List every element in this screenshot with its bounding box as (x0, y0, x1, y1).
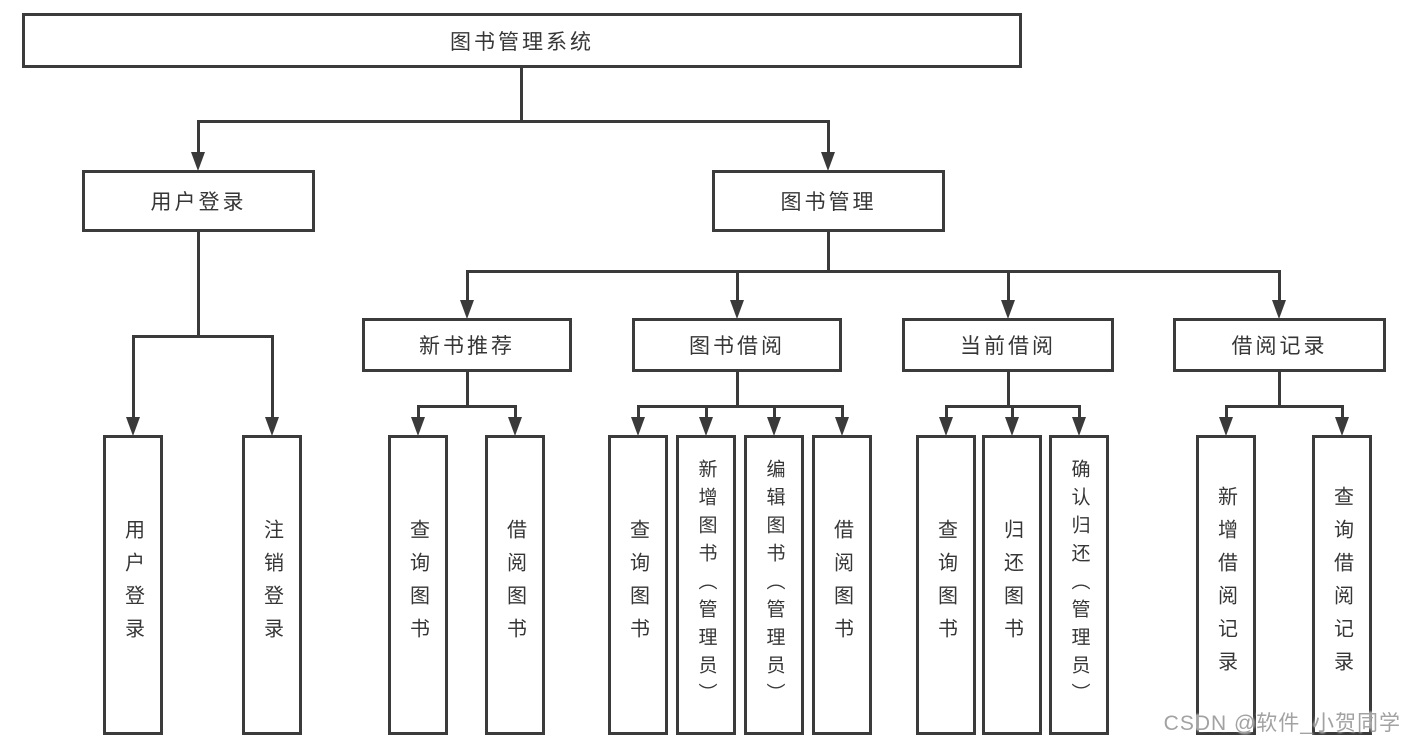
node-new-book-recommend: 新书推荐 (362, 318, 572, 372)
connector-user-login-branch (132, 335, 274, 338)
node-user-login-label: 用户登录 (150, 191, 247, 214)
arrowhead-leaf-login (126, 417, 140, 436)
leaf-borrow-books-recommend-label: 借阅图书 (503, 519, 526, 651)
node-new-book-recommend-label: 新书推荐 (419, 335, 515, 358)
node-current-borrow: 当前借阅 (902, 318, 1114, 372)
leaf-query-borrow-record: 查询借阅记录 (1312, 435, 1372, 735)
arrowhead-leaf-c2 (699, 417, 713, 436)
node-book-management: 图书管理 (712, 170, 945, 232)
leaf-confirm-return-admin: 确认归还（管理员） (1049, 435, 1109, 735)
leaf-query-borrow-record-label: 查询借阅记录 (1330, 486, 1353, 684)
arrowhead-leaf-d1 (939, 417, 953, 436)
connector-book-borrow-branch (637, 405, 843, 408)
leaf-add-borrow-record: 新增借阅记录 (1196, 435, 1256, 735)
leaf-query-books-borrow: 查询图书 (608, 435, 668, 735)
leaf-user-login-label: 用户登录 (121, 519, 144, 651)
arrowhead-leaf-e2 (1335, 417, 1349, 436)
arrowhead-new-book (460, 300, 474, 319)
connector-to-user-login (197, 120, 200, 155)
leaf-add-borrow-record-label: 新增借阅记录 (1214, 486, 1237, 684)
node-user-login: 用户登录 (82, 170, 315, 232)
node-root-label: 图书管理系统 (450, 30, 594, 54)
csdn-watermark: CSDN @软件_小贺同学 (1163, 712, 1401, 735)
connector-to-current-borrow (1007, 270, 1010, 303)
connector-to-leaf-c4 (841, 405, 844, 420)
node-root: 图书管理系统 (22, 13, 1022, 68)
connector-book-mgmt-branch (466, 270, 1281, 273)
arrowhead-leaf-c3 (767, 417, 781, 436)
arrowhead-leaf-logout (265, 417, 279, 436)
connector-user-login-stem (197, 232, 200, 337)
connector-borrow-records-branch (1225, 405, 1343, 408)
connector-book-mgmt-stem (827, 232, 830, 272)
connector-to-book-borrow (736, 270, 739, 303)
leaf-return-books: 归还图书 (982, 435, 1042, 735)
arrowhead-leaf-d3 (1072, 417, 1086, 436)
arrowhead-leaf-b2 (508, 417, 522, 436)
connector-to-leaf-logout (271, 335, 274, 420)
arrowhead-leaf-b1 (411, 417, 425, 436)
connector-to-leaf-c3 (773, 405, 776, 420)
arrowhead-leaf-c1 (631, 417, 645, 436)
leaf-add-book-admin-label: 新增图书（管理员） (695, 459, 717, 711)
arrowhead-current-borrow (1001, 300, 1015, 319)
connector-to-leaf-b1 (417, 405, 420, 420)
connector-to-leaf-d3 (1078, 405, 1081, 420)
node-book-borrow: 图书借阅 (632, 318, 842, 372)
leaf-return-books-label: 归还图书 (1000, 519, 1023, 651)
connector-to-leaf-login (132, 335, 135, 420)
connector-to-leaf-d2 (1011, 405, 1014, 420)
connector-to-new-book (466, 270, 469, 303)
leaf-query-books-recommend-label: 查询图书 (406, 519, 429, 651)
connector-root-stem (520, 66, 523, 122)
leaf-edit-book-admin: 编辑图书（管理员） (744, 435, 804, 735)
leaf-query-books-current-label: 查询图书 (934, 519, 957, 651)
leaf-confirm-return-admin-label: 确认归还（管理员） (1068, 459, 1090, 711)
connector-new-book-stem (466, 372, 469, 407)
arrowhead-book-borrow (730, 300, 744, 319)
arrowhead-borrow-records (1272, 300, 1286, 319)
connector-to-book-management (827, 120, 830, 155)
node-current-borrow-label: 当前借阅 (960, 335, 1056, 358)
arrowhead-leaf-d2 (1005, 417, 1019, 436)
node-borrow-records-label: 借阅记录 (1231, 335, 1328, 358)
connector-to-borrow-records (1278, 270, 1281, 303)
leaf-borrow-books-recommend: 借阅图书 (485, 435, 545, 735)
leaf-user-login: 用户登录 (103, 435, 163, 735)
connector-to-leaf-b2 (514, 405, 517, 420)
connector-book-borrow-stem (736, 372, 739, 407)
node-book-borrow-label: 图书借阅 (689, 335, 785, 358)
arrowhead-user-login (191, 152, 205, 171)
connector-to-leaf-c1 (637, 405, 640, 420)
connector-to-leaf-d1 (945, 405, 948, 420)
leaf-add-book-admin: 新增图书（管理员） (676, 435, 736, 735)
connector-borrow-records-stem (1278, 372, 1281, 407)
leaf-query-books-recommend: 查询图书 (388, 435, 448, 735)
connector-current-borrow-stem (1007, 372, 1010, 407)
leaf-borrow-books-label: 借阅图书 (830, 519, 853, 651)
leaf-query-books-current: 查询图书 (916, 435, 976, 735)
leaf-logout-label: 注销登录 (260, 519, 283, 651)
connector-new-book-branch (417, 405, 517, 408)
connector-to-leaf-e1 (1225, 405, 1228, 420)
arrowhead-leaf-c4 (835, 417, 849, 436)
node-book-management-label: 图书管理 (780, 191, 877, 214)
node-borrow-records: 借阅记录 (1173, 318, 1386, 372)
connector-to-leaf-e2 (1341, 405, 1344, 420)
connector-to-leaf-c2 (705, 405, 708, 420)
leaf-query-books-borrow-label: 查询图书 (626, 519, 649, 651)
connector-root-branch (197, 120, 830, 123)
arrowhead-book-management (821, 152, 835, 171)
leaf-logout: 注销登录 (242, 435, 302, 735)
arrowhead-leaf-e1 (1219, 417, 1233, 436)
leaf-borrow-books: 借阅图书 (812, 435, 872, 735)
leaf-edit-book-admin-label: 编辑图书（管理员） (763, 459, 785, 711)
